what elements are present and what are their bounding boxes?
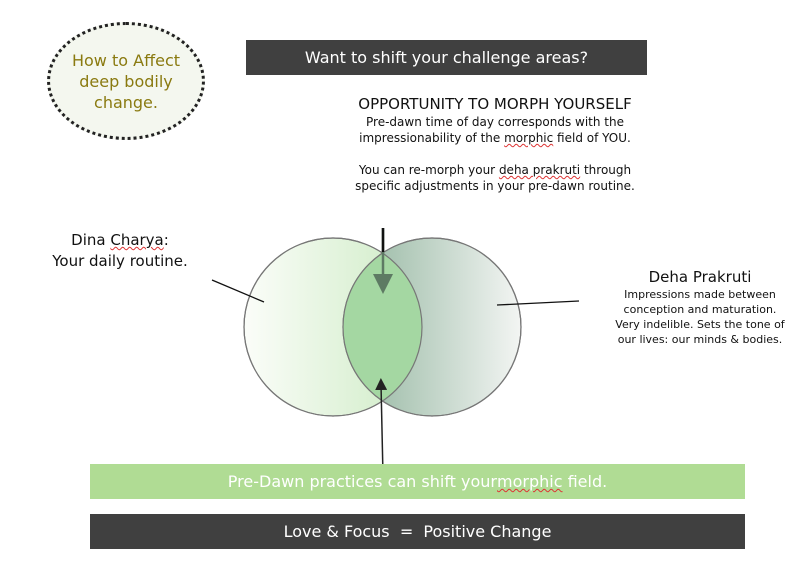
opportunity-line: impressionability of the morphic field o… bbox=[300, 130, 690, 146]
badge-line: change. bbox=[94, 92, 158, 112]
text: Dina bbox=[71, 231, 111, 249]
top-banner: Want to shift your challenge areas? bbox=[246, 40, 647, 75]
text: impressionability of the bbox=[359, 131, 505, 145]
bottom-banner: Love & Focus = Positive Change bbox=[90, 514, 745, 549]
opportunity-text: OPPORTUNITY TO MORPH YOURSELF Pre-dawn t… bbox=[300, 95, 690, 194]
circle-outline bbox=[243, 237, 423, 417]
pointer-line-left bbox=[211, 279, 265, 303]
deha-line: conception and maturation. bbox=[623, 303, 777, 316]
up-arrow bbox=[375, 378, 388, 477]
deha-line: our lives: our minds & bodies. bbox=[617, 333, 783, 346]
opportunity-line: Pre-dawn time of day corresponds with th… bbox=[366, 115, 624, 129]
text: through bbox=[580, 163, 632, 177]
pointer-line-right bbox=[496, 300, 580, 306]
text: : bbox=[163, 231, 169, 249]
text: deha prakruti bbox=[498, 163, 581, 177]
dina-charya-label: Dina Charya: Your daily routine. bbox=[30, 230, 210, 272]
badge-how-to-affect: How to Affect deep bodily change. bbox=[47, 22, 205, 140]
badge-line: deep bodily bbox=[79, 71, 173, 91]
text: Charya bbox=[110, 231, 164, 249]
opportunity-heading: OPPORTUNITY TO MORPH YOURSELF bbox=[358, 95, 632, 113]
text: morphic bbox=[497, 472, 563, 491]
dina-title: Dina Charya: bbox=[30, 230, 210, 251]
dina-subtitle: Your daily routine. bbox=[52, 252, 188, 270]
circle-outline bbox=[342, 237, 522, 417]
text: field of YOU. bbox=[553, 131, 631, 145]
text: morphic bbox=[504, 131, 554, 145]
opportunity-line: You can re-morph your deha prakruti thro… bbox=[300, 162, 690, 178]
text: Pre-Dawn practices can shift your bbox=[227, 472, 497, 491]
green-banner: Pre-Dawn practices can shift your morphi… bbox=[90, 464, 745, 499]
text: field. bbox=[562, 472, 608, 491]
deha-line: Very indelible. Sets the tone of bbox=[615, 318, 785, 331]
deha-prakruti-label: Deha Prakruti Impressions made between c… bbox=[600, 268, 800, 347]
text: You can re-morph your bbox=[358, 163, 499, 177]
badge-line: How to Affect bbox=[71, 50, 181, 70]
deha-line: Impressions made between bbox=[624, 288, 776, 301]
opportunity-line: specific adjustments in your pre-dawn ro… bbox=[355, 179, 635, 193]
deha-title: Deha Prakruti bbox=[648, 268, 752, 286]
